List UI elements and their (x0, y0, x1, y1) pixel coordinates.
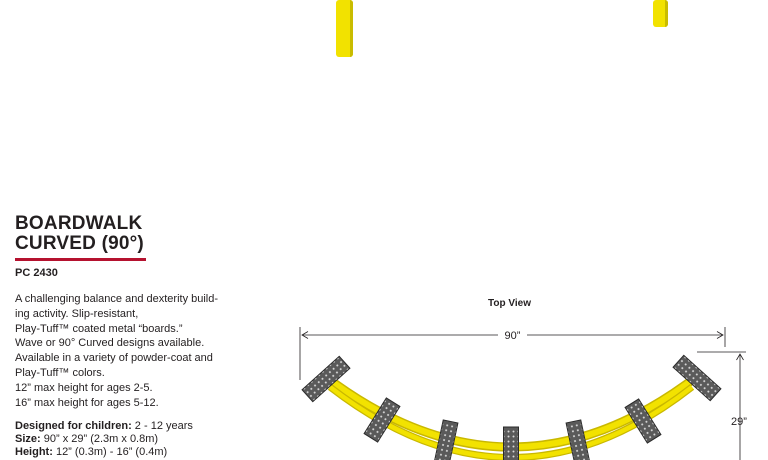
product-title-line2: CURVED (90°) (15, 233, 144, 254)
description-line: A challenging balance and dexterity buil… (15, 293, 219, 305)
description-line: Wave or 90° Curved designs available. (15, 337, 205, 350)
title-underline (15, 258, 146, 261)
product-code: PC 2430 (15, 267, 58, 279)
board (624, 398, 662, 444)
width-dimension (299, 327, 726, 380)
width-dim-bg (498, 328, 527, 342)
description-line: 12” max height for ages 2-5. (15, 381, 153, 394)
yellow-post-left (336, 0, 353, 57)
width-dimension-label: 90” (505, 330, 521, 342)
depth-dimension (697, 351, 746, 460)
board (301, 355, 351, 403)
depth-dimension-label: 29” (731, 416, 747, 428)
description-line: 16” max height for ages 5-12. (15, 396, 159, 409)
board (565, 419, 591, 460)
description-line: Play-Tuff™ coated metal “boards.” (15, 322, 183, 335)
product-description: A challenging balance and dexterity buil… (15, 292, 265, 410)
product-specs: Designed for children: 2 - 12 years Size… (15, 420, 193, 459)
spec-age: Designed for children: 2 - 12 years (15, 420, 193, 432)
board (433, 419, 459, 460)
description-line: ing activity. Slip-resistant, (15, 307, 139, 320)
board (503, 426, 519, 460)
product-title-line1: BOARDWALK (15, 213, 143, 234)
description-line: Available in a variety of powder-coat an… (15, 352, 213, 365)
spec-height: Height: 12” (0.3m) - 16” (0.4m) (15, 446, 168, 458)
yellow-post-right (653, 0, 668, 27)
boards (301, 354, 722, 460)
description-line: Play-Tuff™ colors. (15, 366, 105, 379)
board (363, 397, 401, 443)
board (672, 354, 722, 402)
spec-size: Size: 90” x 29” (2.3m x 0.8m) (15, 433, 159, 445)
top-view-label: Top View (488, 298, 531, 309)
product-title: BOARDWALK CURVED (90°) (15, 214, 144, 254)
